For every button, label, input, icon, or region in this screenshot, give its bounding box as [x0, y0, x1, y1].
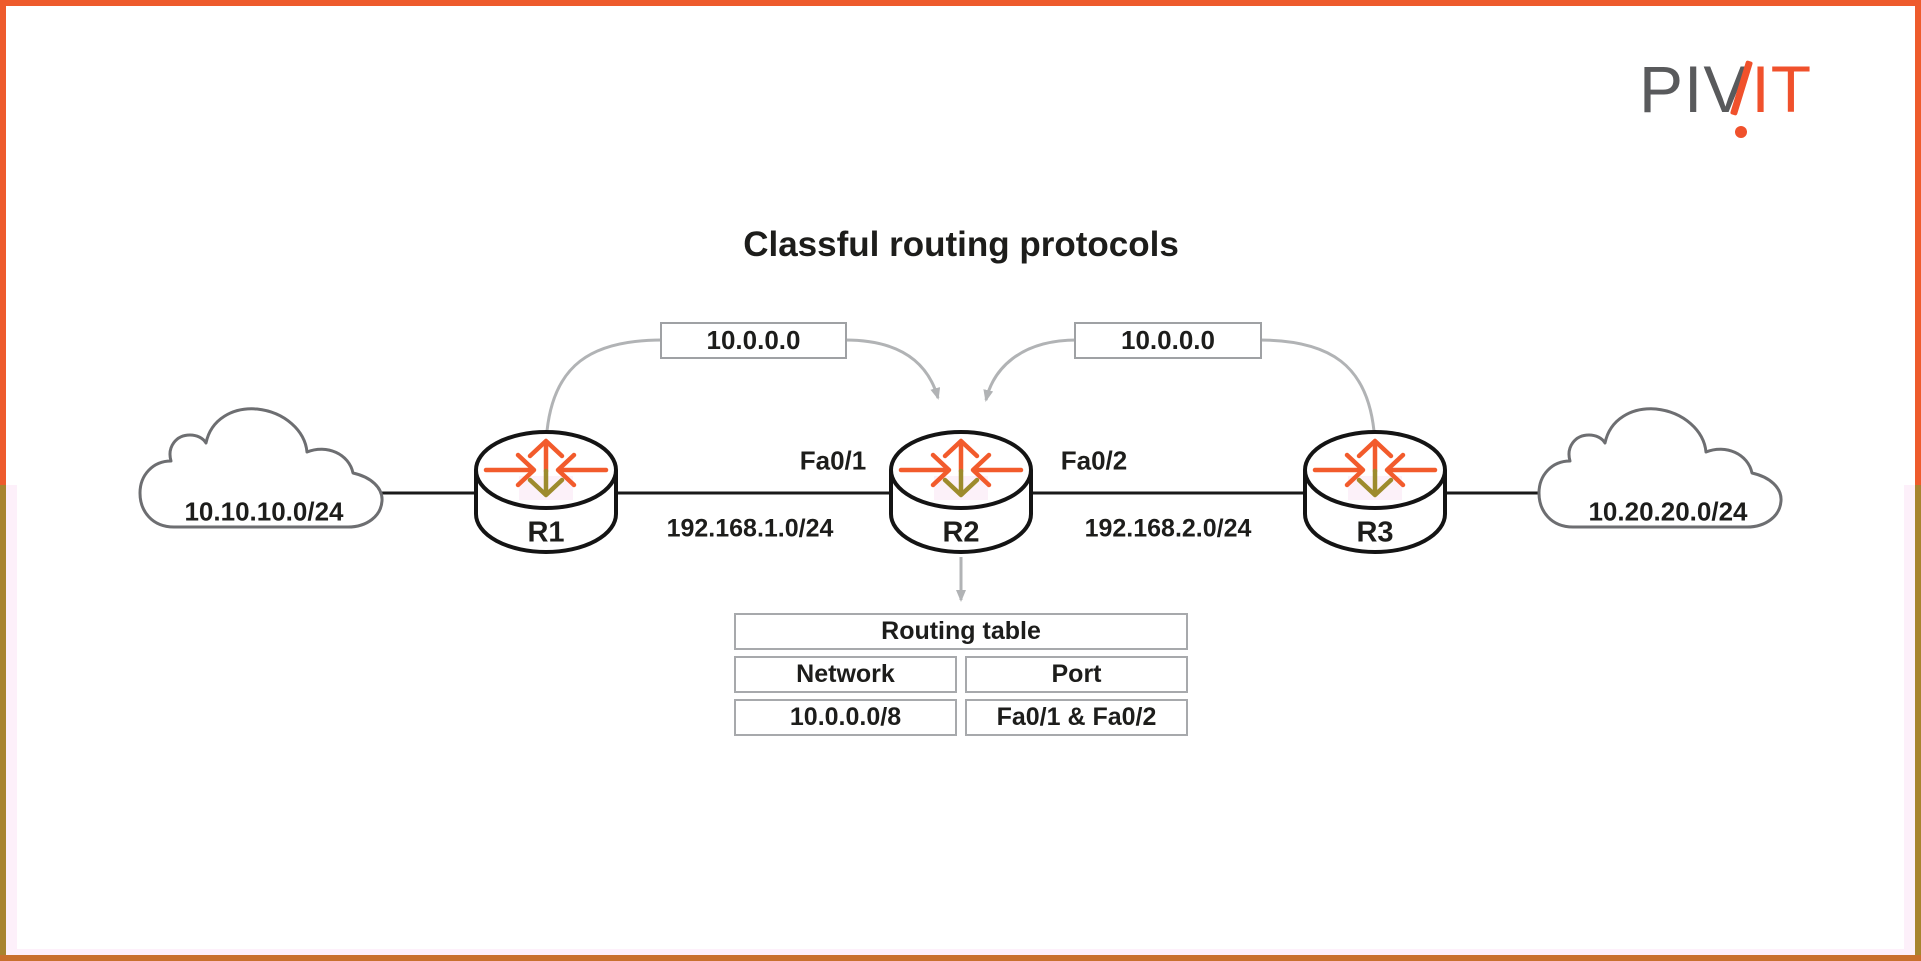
routing-table-cell-port: Fa0/1 & Fa0/2	[965, 699, 1188, 736]
routing-table-cell-network: 10.0.0.0/8	[734, 699, 957, 736]
routing-table-header-port: Port	[965, 656, 1188, 693]
frame-border-bottom	[0, 955, 1921, 961]
pivit-logo: PIV IT	[1639, 56, 1812, 142]
advertised-network-box-1: 10.0.0.0	[660, 322, 847, 359]
interface-label-fa0-2: Fa0/2	[1060, 445, 1128, 476]
advertised-network-label-1: 10.0.0.0	[706, 325, 801, 355]
frame-border-right	[1915, 0, 1921, 961]
router-r3-label: R3	[1356, 516, 1394, 549]
logo-dot-icon	[1735, 126, 1748, 138]
frame-border-top	[0, 0, 1921, 6]
logo-text-orange: IT	[1751, 52, 1813, 126]
cloud-right-network-label: 10.20.20.0/24	[1588, 496, 1748, 527]
routing-table: Routing table Network Port 10.0.0.0/8 Fa…	[734, 613, 1188, 736]
interface-label-fa0-1: Fa0/1	[799, 445, 867, 476]
diagram-title: Classful routing protocols	[743, 225, 1179, 264]
link-subnet-label-2: 192.168.2.0/24	[1084, 514, 1252, 543]
logo-exclamation-mark	[1730, 56, 1754, 142]
watermark-strip-right	[1904, 485, 1915, 949]
link-subnet-label-1: 192.168.1.0/24	[666, 514, 834, 543]
advertised-network-label-2: 10.0.0.0	[1121, 325, 1215, 355]
watermark-strip-bottom	[6, 949, 1915, 955]
routing-table-row: 10.0.0.0/8 Fa0/1 & Fa0/2	[734, 699, 1188, 736]
frame-border-left	[0, 0, 6, 961]
routing-table-title-cell: Routing table	[734, 613, 1188, 650]
logo-text-gray: PIV	[1639, 52, 1749, 126]
router-r1-label: R1	[527, 516, 565, 549]
watermark-strip-left	[6, 485, 17, 949]
cloud-left-network-label: 10.10.10.0/24	[184, 496, 344, 527]
advertised-network-box-2: 10.0.0.0	[1074, 322, 1262, 359]
router-r2-label: R2	[942, 516, 980, 549]
routing-table-header-network: Network	[734, 656, 957, 693]
